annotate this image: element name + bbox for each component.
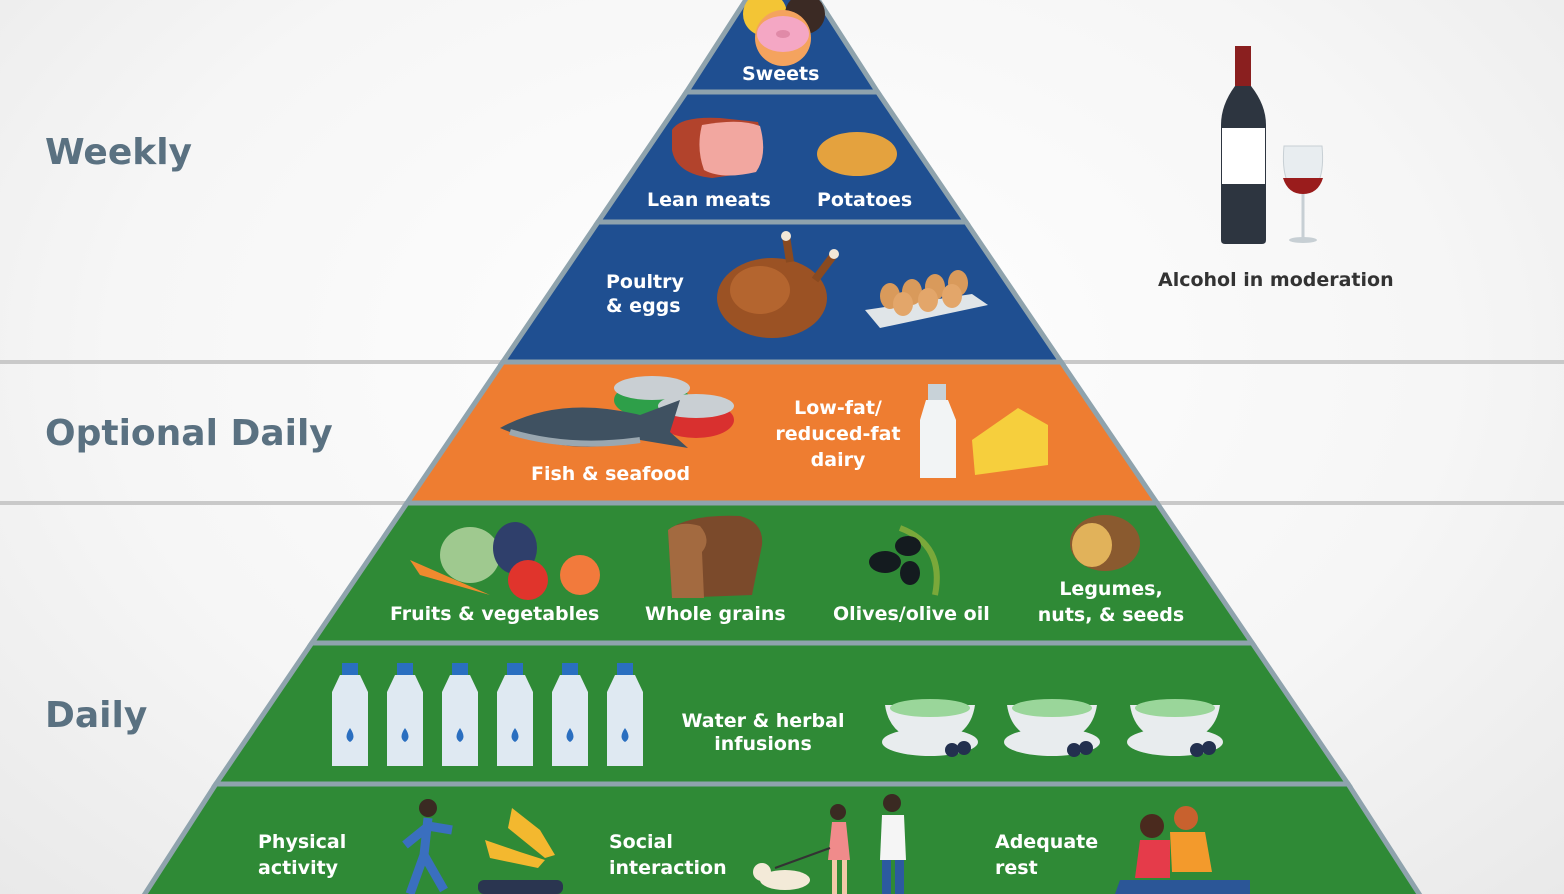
water-bottle-icon xyxy=(332,663,368,766)
category-weekly: Weekly xyxy=(45,132,193,173)
tea-cup-icon xyxy=(1127,699,1223,757)
herbal-tea-cups-icon xyxy=(882,699,1223,757)
ham-icon xyxy=(672,117,764,178)
people-with-dog-icon xyxy=(753,794,906,894)
tier-lifestyle xyxy=(141,781,1423,894)
resting-couple-icon xyxy=(1115,806,1250,894)
fruits-vegetables-icon xyxy=(410,522,600,600)
label-potatoes: Potatoes xyxy=(817,189,913,211)
olives-icon xyxy=(869,525,940,596)
fish-and-cans-icon xyxy=(500,376,734,448)
water-bottle-icon xyxy=(387,663,423,766)
tea-cup-icon xyxy=(882,699,978,757)
category-daily: Daily xyxy=(45,695,148,736)
milk-bottle-icon xyxy=(920,384,956,478)
label-whole-grains: Whole grains xyxy=(645,603,786,625)
sneakers-icon xyxy=(478,808,563,894)
water-bottles-icon xyxy=(332,663,643,766)
water-bottle-icon xyxy=(552,663,588,766)
walnut-icon xyxy=(1070,515,1140,571)
eggs-carton-icon xyxy=(865,270,988,328)
donuts-icon xyxy=(743,0,825,66)
label-fruits-vegetables: Fruits & vegetables xyxy=(390,603,600,625)
label-legumes: Legumes,nuts, & seeds xyxy=(1037,578,1185,626)
category-optional-daily: Optional Daily xyxy=(45,413,333,454)
roast-chicken-icon xyxy=(717,231,839,338)
water-bottle-icon xyxy=(607,663,643,766)
water-bottle-icon xyxy=(442,663,478,766)
tea-cup-icon xyxy=(1004,699,1100,757)
label-fish-seafood: Fish & seafood xyxy=(531,463,691,485)
wine-bottle-and-glass-icon xyxy=(1221,46,1324,244)
label-alcohol-moderation: Alcohol in moderation xyxy=(1158,269,1394,291)
cheese-icon xyxy=(972,408,1048,475)
runner-icon xyxy=(402,799,453,894)
label-olives-oil: Olives/olive oil xyxy=(833,603,990,625)
label-poultry-eggs: Poultry& eggs xyxy=(606,271,684,317)
water-bottle-icon xyxy=(497,663,533,766)
bread-icon xyxy=(668,515,763,598)
label-sweets: Sweets xyxy=(742,63,820,85)
label-lean-meats: Lean meats xyxy=(647,189,771,211)
potato-icon xyxy=(817,132,897,176)
